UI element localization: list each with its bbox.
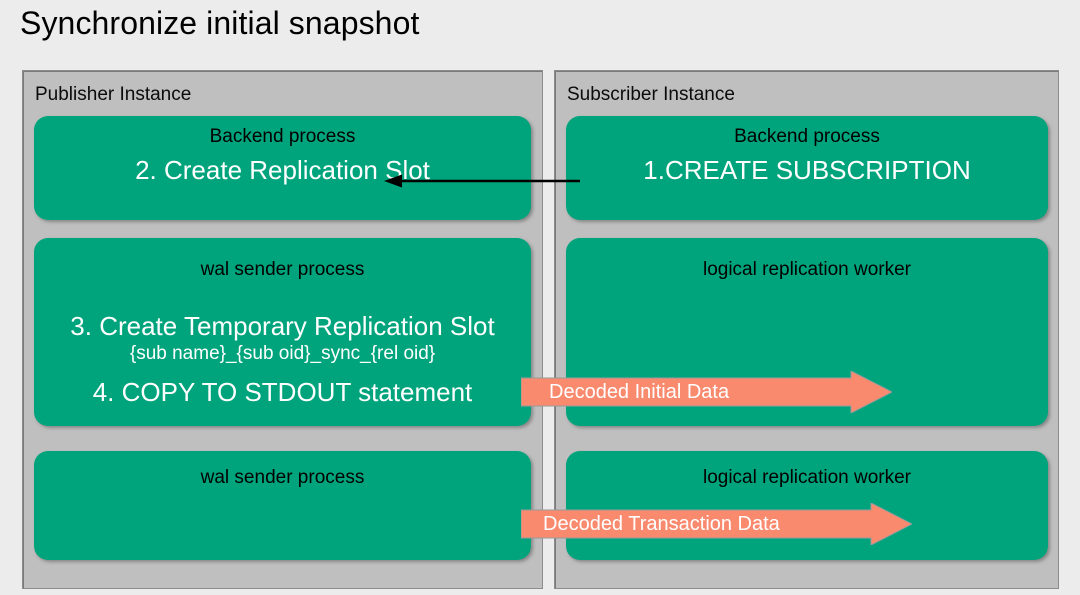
subscriber-backend-process-title: Backend process (734, 126, 880, 147)
subscriber-worker-title-1: logical replication worker (702, 259, 912, 280)
subscriber-instance-label: Subscriber Instance (567, 84, 735, 105)
page-title: Synchronize initial snapshot (20, 5, 420, 41)
decoded-initial-data-arrow: Decoded Initial Data (521, 371, 892, 413)
step-1-create-subscription: 1.CREATE SUBSCRIPTION (643, 155, 971, 185)
publisher-instance-label: Publisher Instance (35, 84, 192, 105)
publisher-wal-sender-process-box-2[interactable]: wal sender process (34, 451, 531, 560)
subscriber-instance-panel: Subscriber Instance Backend process 1.CR… (554, 70, 1059, 589)
step-3-create-temporary-replication-slot: 3. Create Temporary Replication Slot (70, 311, 495, 341)
publisher-wal-sender-title-2: wal sender process (200, 467, 365, 488)
publisher-backend-process-box[interactable]: Backend process 2. Create Replication Sl… (34, 116, 531, 220)
subscriber-logical-replication-worker-box-2[interactable]: logical replication worker (566, 451, 1048, 560)
publisher-instance-panel: Publisher Instance Backend process 2. Cr… (22, 70, 543, 589)
subscriber-worker-title-2: logical replication worker (702, 467, 912, 488)
step-2-create-replication-slot: 2. Create Replication Slot (135, 155, 430, 185)
create-subscription-to-replication-slot-arrow-icon (380, 168, 585, 194)
slot-name-template: {sub name}_{sub oid}_sync_{rel oid} (129, 343, 436, 364)
publisher-wal-sender-title-1: wal sender process (200, 259, 365, 280)
decoded-transaction-data-label: Decoded Transaction Data (543, 513, 780, 535)
subscriber-backend-process-box[interactable]: Backend process 1.CREATE SUBSCRIPTION (566, 116, 1048, 220)
step-4-copy-to-stdout-statement: 4. COPY TO STDOUT statement (92, 377, 473, 407)
publisher-backend-process-title: Backend process (209, 126, 356, 147)
decoded-initial-data-label: Decoded Initial Data (549, 381, 730, 403)
decoded-transaction-data-arrow: Decoded Transaction Data (521, 503, 912, 545)
publisher-wal-sender-process-box-1[interactable]: wal sender process 3. Create Temporary R… (34, 238, 531, 426)
